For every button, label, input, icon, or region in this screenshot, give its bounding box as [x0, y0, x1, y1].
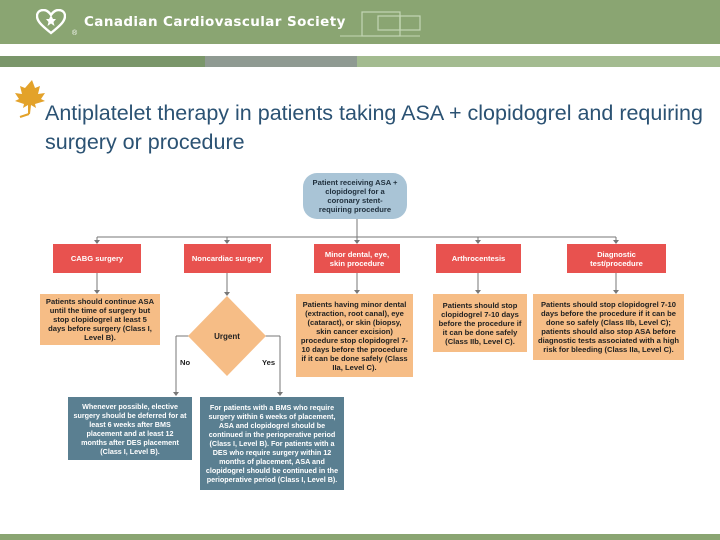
accent-band-dark — [0, 56, 205, 67]
recommendation-minor-procedure: Patients having minor dental (extraction… — [296, 294, 413, 377]
urgent-label: Urgent — [214, 331, 240, 341]
header-bar: ® Canadian Cardiovascular Society — [0, 0, 720, 44]
category-minor-procedure: Minor dental, eye, skin procedure — [314, 244, 400, 273]
root-node: Patient receiving ASA + clopidogrel for … — [303, 173, 407, 219]
category-cabg: CABG surgery — [53, 244, 141, 273]
accent-band-gray — [205, 56, 357, 67]
outcome-not-urgent: Whenever possible, elective surgery shou… — [68, 397, 192, 460]
accent-band-light — [357, 56, 720, 67]
urgent-decision-diamond — [188, 296, 266, 376]
recommendation-diagnostic: Patients should stop clopidogrel 7-10 da… — [533, 294, 684, 360]
maple-leaf-icon — [15, 80, 45, 118]
slide-title: Antiplatelet therapy in patients taking … — [45, 101, 703, 154]
recommendation-cabg: Patients should continue ASA until the t… — [40, 294, 160, 345]
ccs-heart-logo-icon — [36, 9, 66, 35]
footer-band — [0, 534, 720, 540]
outcome-urgent: For patients with a BMS who require surg… — [200, 397, 344, 490]
registered-mark: ® — [72, 30, 78, 37]
branch-no-label: No — [180, 358, 191, 367]
recommendation-arthrocentesis: Patients should stop clopidogrel 7-10 da… — [433, 294, 527, 352]
category-diagnostic: Diagnostic test/procedure — [567, 244, 666, 273]
branch-yes-label: Yes — [262, 358, 276, 367]
category-arthrocentesis: Arthrocentesis — [436, 244, 521, 273]
org-name: Canadian Cardiovascular Society — [84, 14, 346, 30]
decorative-squares-icon — [340, 11, 421, 37]
category-noncardiac: Noncardiac surgery — [184, 244, 271, 273]
